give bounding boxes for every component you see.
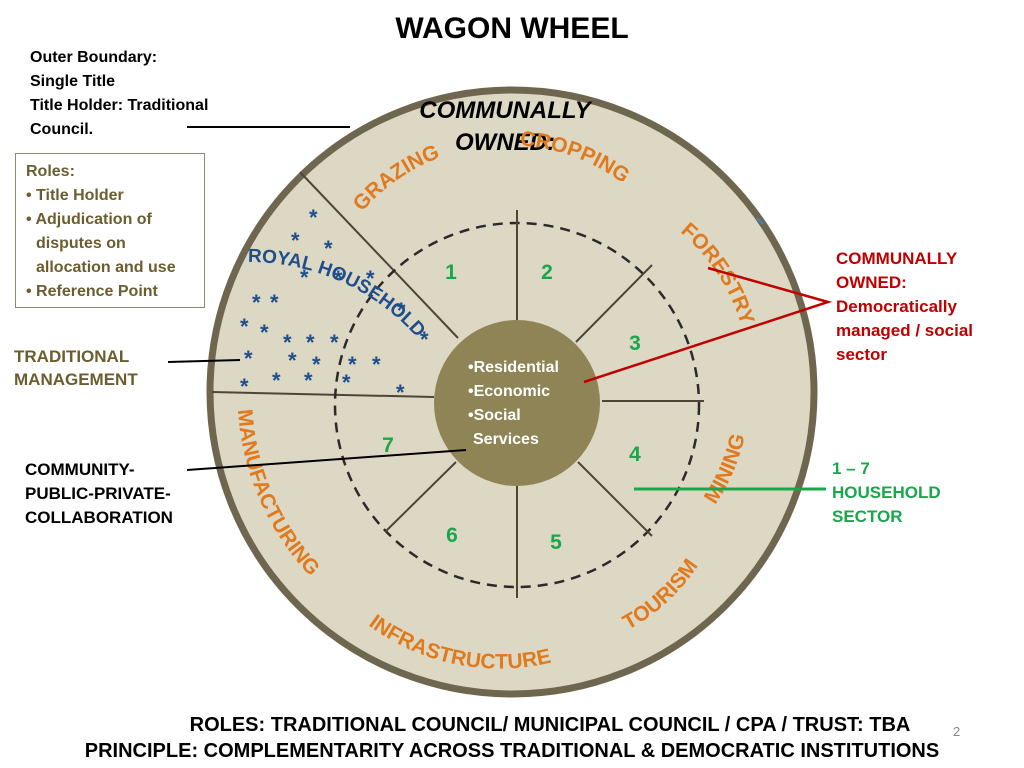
household-line: SECTOR <box>832 507 903 526</box>
spoke <box>211 391 435 398</box>
edge-mark <box>756 217 764 225</box>
callout-line: Democratically <box>836 297 957 316</box>
callout-line: sector <box>836 345 888 364</box>
spoke <box>299 171 459 339</box>
spoke <box>575 264 653 343</box>
star-glyph: * <box>330 330 339 355</box>
household-number: 3 <box>629 332 641 355</box>
star-glyph: * <box>397 298 406 323</box>
star-glyph: * <box>240 374 249 399</box>
community-ppc-line: COMMUNITY- <box>25 460 135 479</box>
star-glyph: * <box>283 330 292 355</box>
household-number: 4 <box>629 443 641 466</box>
star-glyph: * <box>288 348 297 373</box>
star-glyph: * <box>348 352 357 377</box>
star-glyph: * <box>291 228 300 253</box>
hub-text: •Social <box>468 407 521 424</box>
star-glyph: * <box>334 266 343 291</box>
communally-owned-callout: COMMUNALLY OWNED: Democratically managed… <box>836 247 973 367</box>
household-line: 1 – 7 <box>832 459 870 478</box>
outer-boundary-line: Title Holder: Traditional <box>30 97 209 114</box>
household-number: 2 <box>541 261 553 284</box>
household-number: 1 <box>445 261 457 284</box>
star-glyph: * <box>270 290 279 315</box>
roles-item: • Adjudication of disputes on allocation… <box>26 211 176 276</box>
star-glyph: * <box>396 380 405 405</box>
community-ppc-line: PUBLIC-PRIVATE- <box>25 484 171 503</box>
household-number: 7 <box>382 434 394 457</box>
star-glyph: * <box>342 370 351 395</box>
page-number: 2 <box>953 724 961 739</box>
star-glyph: * <box>309 205 318 230</box>
star-glyph: * <box>252 290 261 315</box>
star-glyph: * <box>240 314 249 339</box>
page-title: WAGON WHEEL <box>395 12 629 45</box>
principle-footer: PRINCIPLE: COMPLEMENTARITY ACROSS TRADIT… <box>84 740 940 762</box>
household-line: HOUSEHOLD <box>832 483 941 502</box>
star-glyph: * <box>312 352 321 377</box>
star-glyph: * <box>272 368 281 393</box>
communally-owned-connector <box>583 266 833 384</box>
community-ppc-label: COMMUNITY- PUBLIC-PRIVATE- COLLABORATION <box>25 458 173 530</box>
traditional-management-line: TRADITIONAL <box>14 347 130 366</box>
hub-text: •Economic <box>468 383 550 400</box>
outer-boundary-line: Outer Boundary: <box>30 49 158 66</box>
star-glyph: * <box>244 346 253 371</box>
traditional-management-label: TRADITIONAL MANAGEMENT <box>14 345 138 391</box>
household-sector-callout: 1 – 7 HOUSEHOLD SECTOR <box>832 457 941 529</box>
traditional-management-line: MANAGEMENT <box>14 370 138 389</box>
callout-line: managed / social <box>836 321 973 340</box>
callout-line: COMMUNALLY <box>836 249 958 268</box>
spoke <box>384 461 457 533</box>
royal-household-stars: ************************* <box>240 205 429 405</box>
cppc-connector <box>186 449 467 471</box>
traditional-connector <box>167 359 241 363</box>
community-ppc-line: COLLABORATION <box>25 508 173 527</box>
star-glyph: * <box>306 330 315 355</box>
spoke <box>577 461 653 537</box>
roles-heading: Roles: <box>26 163 75 180</box>
communally-owned-heading: COMMUNALLY <box>419 97 593 124</box>
hub-text: Services <box>473 431 539 448</box>
star-glyph: * <box>260 320 269 345</box>
hub-text: •Residential <box>468 359 559 376</box>
roles-box: Roles: • Title Holder • Adjudication of … <box>15 153 205 308</box>
callout-line: OWNED: <box>836 273 907 292</box>
star-glyph: * <box>300 265 309 290</box>
star-glyph: * <box>372 352 381 377</box>
star-glyph: * <box>304 368 313 393</box>
outer-boundary-line: Single Title <box>30 73 116 90</box>
outer-boundary-line: Council. <box>30 121 94 138</box>
star-glyph: * <box>324 236 333 261</box>
roles-item: • Reference Point <box>26 283 158 300</box>
star-glyph: * <box>420 327 429 352</box>
household-number: 6 <box>446 524 458 547</box>
outer-boundary-text: Outer Boundary: Single Title Title Holde… <box>30 46 208 142</box>
communally-owned-heading: OWNED: <box>455 129 555 156</box>
roles-item: • Title Holder <box>26 187 124 204</box>
roles-footer: ROLES: TRADITIONAL COUNCIL/ MUNICIPAL CO… <box>189 714 911 736</box>
household-number: 5 <box>550 531 562 554</box>
star-glyph: * <box>366 266 375 291</box>
wheel-hub <box>434 320 600 486</box>
